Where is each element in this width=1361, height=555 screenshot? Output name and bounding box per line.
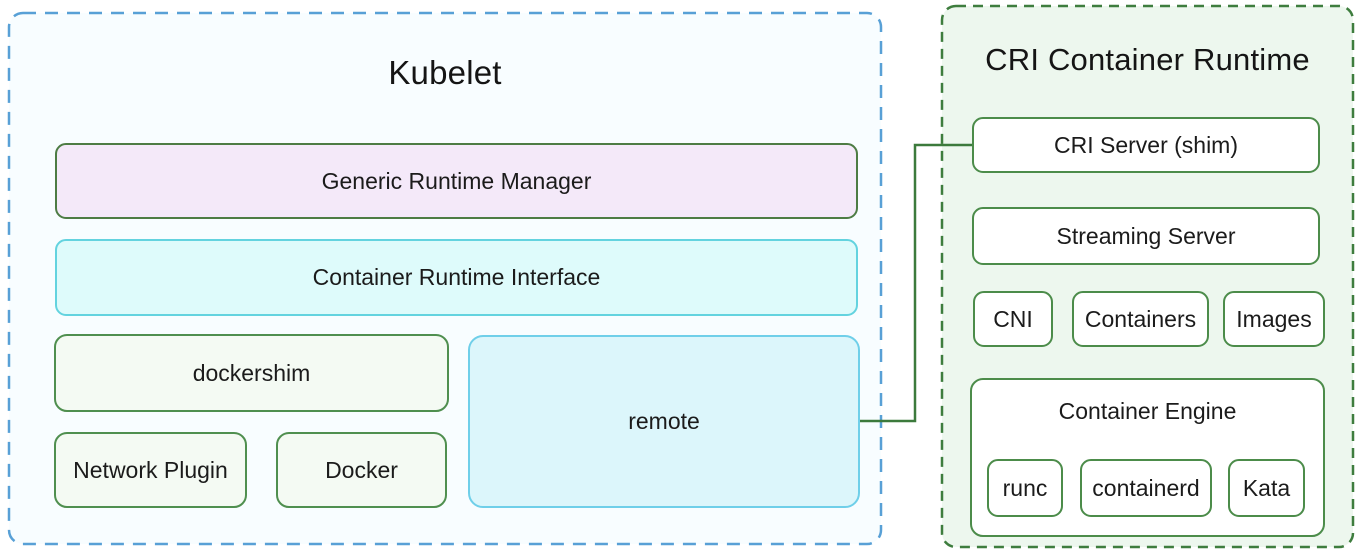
box-container-runtime-interface: Container Runtime Interface [55,239,858,316]
box-streaming-server: Streaming Server [972,207,1320,265]
box-kata: Kata [1228,459,1305,517]
container-engine-label: Container Engine [1058,398,1237,424]
box-images: Images [1223,291,1325,347]
remote-to-cri-server-connector [858,143,972,423]
box-remote: remote [468,335,860,508]
cri-panel-title: CRI Container Runtime [985,42,1310,77]
box-network-plugin: Network Plugin [54,432,247,508]
box-docker: Docker [276,432,447,508]
box-containers: Containers [1072,291,1209,347]
box-cri-server-shim: CRI Server (shim) [972,117,1320,173]
box-cni: CNI [973,291,1053,347]
box-dockershim: dockershim [54,334,449,412]
box-generic-runtime-manager: Generic Runtime Manager [55,143,858,219]
box-containerd: containerd [1080,459,1212,517]
kubelet-panel-title: Kubelet [388,54,502,91]
box-runc: runc [987,459,1063,517]
